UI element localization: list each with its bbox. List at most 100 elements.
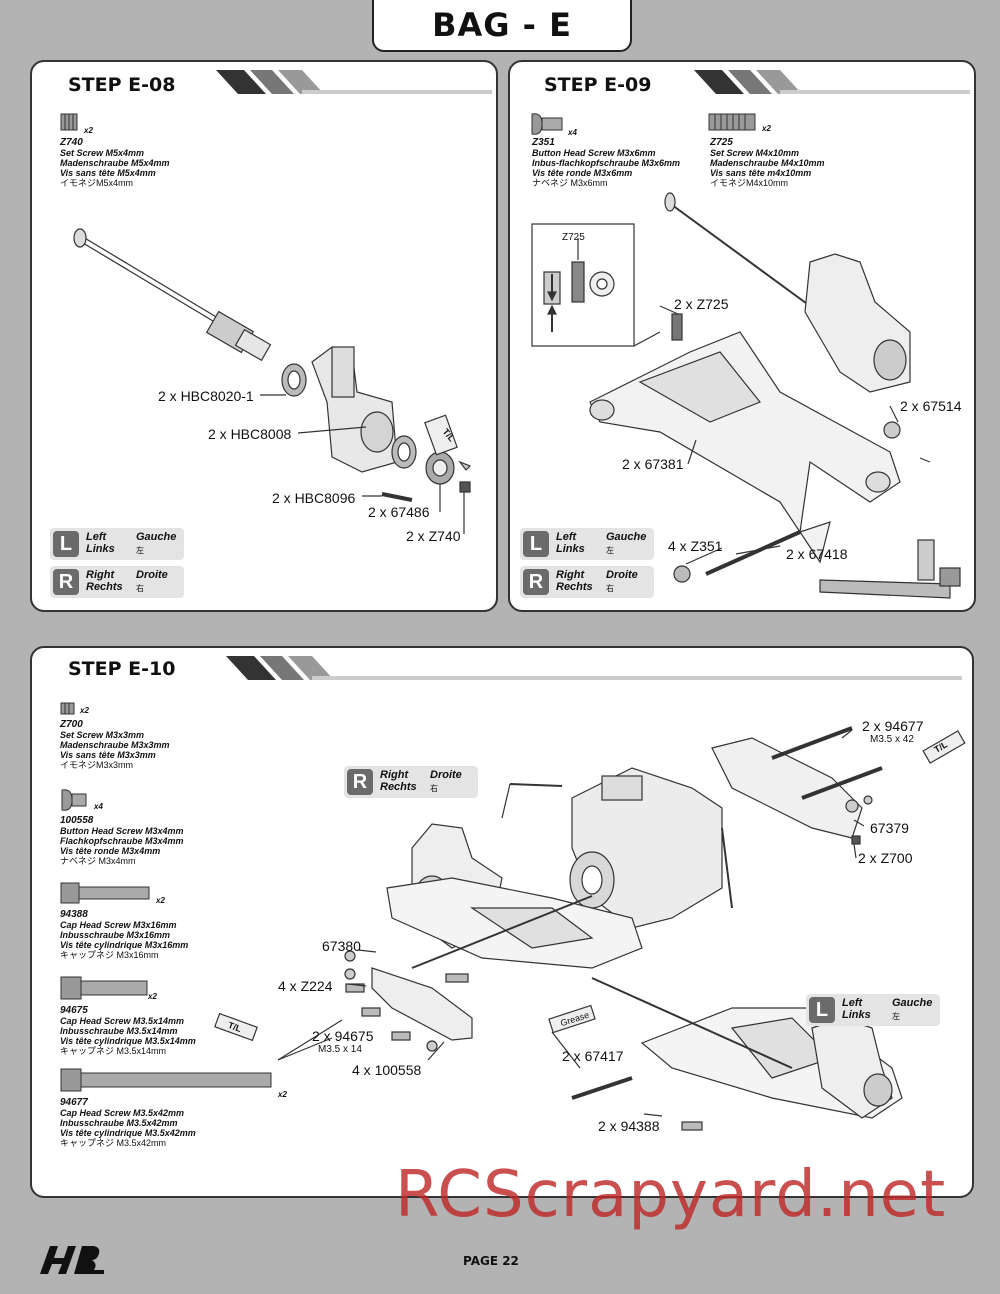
callout-94677: 2 x 94677 xyxy=(862,718,924,734)
title-stripes xyxy=(216,70,492,94)
step-e10-panel: STEP E-10 x2 Z700 Set Screw M3x3mm Maden… xyxy=(30,646,974,1198)
part-z700: Z700 Set Screw M3x3mm Madenschraube M3x3… xyxy=(60,719,170,771)
part-desc-en: Set Screw M5x4mm xyxy=(60,148,145,158)
part-code: Z351 xyxy=(532,137,555,148)
callout-67381: 2 x 67381 xyxy=(622,456,684,472)
part-z725: Z725 Set Screw M4x10mm Madenschraube M4x… xyxy=(710,137,825,189)
part-z740: Z740 Set Screw M5x4mm Madenschraube M5x4… xyxy=(60,137,170,189)
button-head-screw-icon xyxy=(531,113,563,135)
part-desc-jp: キャップネジ M3.5x14mm xyxy=(60,1046,167,1056)
side-jp: 右 xyxy=(606,584,614,593)
callout-94677-size: M3.5 x 42 xyxy=(870,734,914,745)
part-94677: 94677 Cap Head Screw M3.5x42mm Inbusschr… xyxy=(60,1097,196,1149)
part-qty: x2 xyxy=(84,126,93,135)
part-qty: x2 xyxy=(278,1090,287,1099)
part-desc-jp: ナベネジ M3x4mm xyxy=(60,856,136,866)
step-e10-title: STEP E-10 xyxy=(68,658,176,680)
part-desc-jp: イモネジM3x3mm xyxy=(60,760,134,770)
callout-94675-size: M3.5 x 14 xyxy=(318,1044,362,1055)
part-code: Z700 xyxy=(60,719,83,730)
part-desc-en: Button Head Screw M3x4mm xyxy=(60,826,184,836)
part-desc-fr: Vis tête cylindrique M3x16mm xyxy=(60,940,189,950)
part-code: 100558 xyxy=(60,815,94,826)
cap-head-screw-icon xyxy=(60,1068,272,1092)
side-jp: 左 xyxy=(606,546,614,555)
part-desc-de: Inbus-flachkopfschraube M3x6mm xyxy=(532,158,681,168)
part-desc-de: Inbusschraube M3.5x14mm xyxy=(60,1026,178,1036)
side-letter: R xyxy=(53,569,79,595)
part-desc-jp: キャップネジ M3.5x42mm xyxy=(60,1138,167,1148)
callout-100558: 4 x 100558 xyxy=(352,1062,422,1078)
page-number: PAGE 22 xyxy=(463,1254,519,1268)
part-desc-jp: イモネジM4x10mm xyxy=(710,178,789,188)
side-letter: L xyxy=(809,997,835,1023)
side-jp: 右 xyxy=(430,784,438,793)
title-stripes xyxy=(226,656,962,680)
side-letter: R xyxy=(347,769,373,795)
part-qty: x2 xyxy=(762,124,771,133)
step-e09-drawing xyxy=(531,192,961,599)
callout-z351: 4 x Z351 xyxy=(668,538,723,554)
side-letter: R xyxy=(523,569,549,595)
part-desc-fr: Vis tête cylindrique M3.5x14mm xyxy=(60,1036,196,1046)
title-stripes xyxy=(694,70,970,94)
part-code: 94388 xyxy=(60,909,88,920)
part-desc-de: Inbusschraube M3.5x42mm xyxy=(60,1118,178,1128)
watermark: RCScrapyard.net xyxy=(395,1158,947,1232)
part-qty: x4 xyxy=(568,128,577,137)
side-fr: Gauche xyxy=(892,997,933,1009)
part-code: Z740 xyxy=(60,137,83,148)
part-desc-de: Flachkopfschraube M3x4mm xyxy=(60,836,184,846)
callout-67418: 2 x 67418 xyxy=(786,546,848,562)
part-desc-fr: Vis tête ronde M3x6mm xyxy=(532,168,633,178)
side-fr: Gauche xyxy=(606,531,647,543)
callout-94675: 2 x 94675 xyxy=(312,1028,374,1044)
part-94388: 94388 Cap Head Screw M3x16mm Inbusschrau… xyxy=(60,909,189,961)
side-jp: 左 xyxy=(892,1012,900,1021)
cap-head-screw-icon xyxy=(60,882,150,904)
part-code: 94675 xyxy=(60,1005,88,1016)
callout-z700: 2 x Z700 xyxy=(858,850,913,866)
step-e09-title: STEP E-09 xyxy=(544,74,652,96)
part-desc-fr: Vis sans tête m4x10mm xyxy=(710,168,812,178)
side-fr: Droite xyxy=(606,569,638,581)
callout-94388: 2 x 94388 xyxy=(598,1118,660,1134)
cap-head-screw-icon xyxy=(60,976,148,1000)
part-desc-en: Cap Head Screw M3.5x42mm xyxy=(60,1108,185,1118)
set-screw-icon xyxy=(60,113,78,131)
step-e08-title: STEP E-08 xyxy=(68,74,176,96)
part-desc-de: Madenschraube M5x4mm xyxy=(60,158,170,168)
callout-z725: 2 x Z725 xyxy=(674,296,729,312)
step-e08-panel: STEP E-08 x2 Z740 Set Screw M5x4mm Maden… xyxy=(30,60,498,612)
part-desc-fr: Vis sans tête M3x3mm xyxy=(60,750,156,760)
part-desc-jp: イモネジM5x4mm xyxy=(60,178,134,188)
bag-title-tab: BAG - E xyxy=(372,0,632,52)
set-screw-icon xyxy=(60,702,75,715)
part-code: 94677 xyxy=(60,1097,88,1108)
bag-title: BAG - E xyxy=(432,6,572,44)
side-jp: 左 xyxy=(136,546,144,555)
part-code: Z725 xyxy=(710,137,733,148)
side-fr: Droite xyxy=(430,769,462,781)
part-z351: Z351 Button Head Screw M3x6mm Inbus-flac… xyxy=(532,137,681,189)
part-desc-en: Cap Head Screw M3.5x14mm xyxy=(60,1016,185,1026)
callout-67514: 2 x 67514 xyxy=(900,398,962,414)
inset-label: Z725 xyxy=(562,232,585,243)
part-desc-de: Madenschraube M3x3mm xyxy=(60,740,170,750)
part-qty: x2 xyxy=(80,706,89,715)
callout-67380: 67380 xyxy=(322,938,361,954)
part-qty: x2 xyxy=(148,992,157,1001)
part-desc-en: Cap Head Screw M3x16mm xyxy=(60,920,177,930)
part-94675: 94675 Cap Head Screw M3.5x14mm Inbusschr… xyxy=(60,1005,196,1057)
callout-67417: 2 x 67417 xyxy=(562,1048,624,1064)
